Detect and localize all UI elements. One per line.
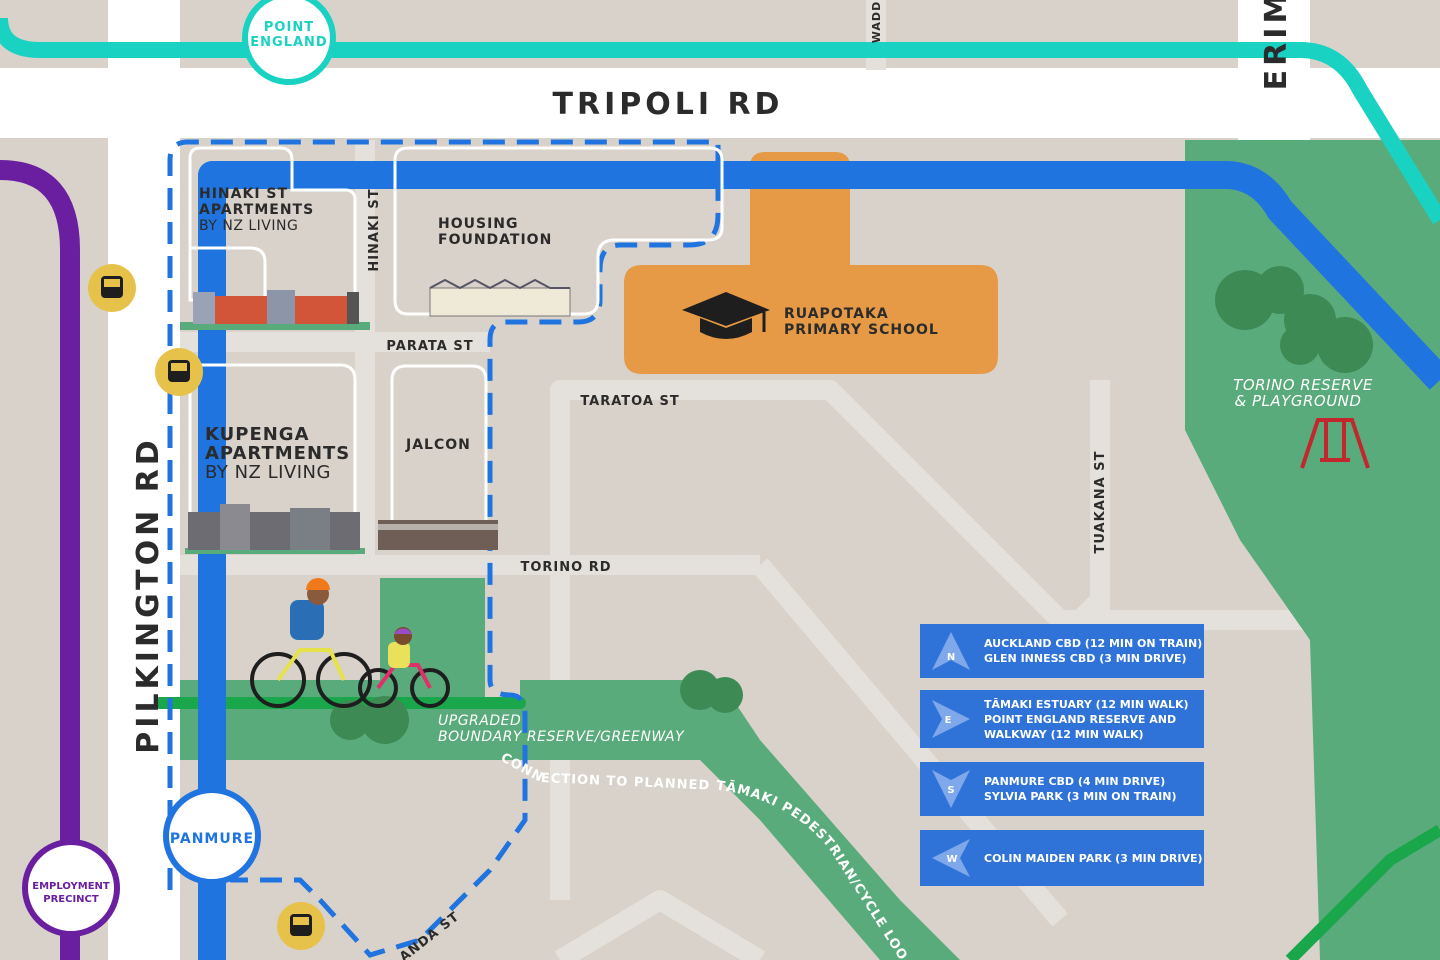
road-label-wadd: WADD <box>870 1 883 43</box>
station-point-england[interactable]: POINT ENGLAND <box>242 0 336 85</box>
legend-line: WALKWAY (12 MIN WALK) <box>984 727 1144 741</box>
place-label-kupenga-apartments: KUPENGA <box>205 424 310 445</box>
place-label-housing-foundation: FOUNDATION <box>438 232 552 248</box>
west-arrow-icon: W <box>930 837 972 879</box>
place-label-torino-reserve: & PLAYGROUND <box>1235 392 1362 410</box>
hinaki-apartments-illustration <box>180 290 370 330</box>
road-label-torino: TORINO RD <box>520 560 611 575</box>
road-label-pilkington: PILKINGTON RD <box>131 436 166 753</box>
station-label: PRECINCT <box>43 894 99 905</box>
swing-icon <box>1300 418 1370 469</box>
legend-line: GLEN INNESS CBD (3 MIN DRIVE) <box>984 652 1187 665</box>
graduation-cap-icon <box>682 292 770 339</box>
place-label-kupenga-apartments: APARTMENTS <box>205 443 350 464</box>
legend-line: SYLVIA PARK (3 MIN ON TRAIN) <box>984 790 1177 803</box>
direction-letter: S <box>947 785 954 796</box>
place-label-school: RUAPOTAKA <box>784 306 889 322</box>
station-label: EMPLOYMENT <box>32 881 110 892</box>
jalcon-illustration <box>378 520 498 550</box>
legend-south: S PANMURE CBD (4 MIN DRIVE) SYLVIA PARK … <box>920 762 1204 816</box>
place-label-greenway: UPGRADED <box>438 713 521 729</box>
place-label-greenway: BOUNDARY RESERVE/GREENWAY <box>438 729 685 745</box>
road-label-erim: ERIM <box>1259 0 1294 90</box>
south-arrow-icon: S <box>930 768 972 810</box>
erim-road <box>1238 0 1310 140</box>
north-arrow-icon: N <box>930 630 972 672</box>
bus-stop-icon <box>88 264 136 312</box>
green-reserves <box>180 140 1440 960</box>
place-label-hinaki-apartments: HINAKI ST <box>199 186 288 202</box>
road-label-tuakana: TUAKANA ST <box>1093 451 1108 554</box>
station-label: ENGLAND <box>250 35 327 50</box>
legend-line: COLIN MAIDEN PARK (3 MIN DRIVE) <box>984 851 1203 865</box>
kupenga-apartments-illustration <box>185 504 365 554</box>
east-arrow-icon: E <box>930 698 972 740</box>
cyclists-illustration <box>250 578 450 708</box>
direction-letter: N <box>947 652 955 663</box>
legend-line: TĀMAKI ESTUARY (12 MIN WALK) <box>984 697 1189 711</box>
place-label-housing-foundation: HOUSING <box>438 216 519 232</box>
walking-route <box>167 139 721 958</box>
place-label-torino-reserve: TORINO RESERVE <box>1233 376 1373 394</box>
place-label-kupenga-apartments: BY NZ LIVING <box>205 462 331 483</box>
green-line-southeast <box>1285 824 1440 960</box>
bus-stop-icon <box>155 348 203 396</box>
legend-line: AUCKLAND CBD (12 MIN ON TRAIN) <box>984 637 1203 650</box>
direction-letter: E <box>945 715 952 726</box>
trees <box>330 266 1373 744</box>
legend-line: POINT ENGLAND RESERVE AND <box>984 712 1177 726</box>
road-label-hinaki: HINAKI ST <box>367 188 382 271</box>
housing-foundation-illustration <box>429 278 571 317</box>
place-label-hinaki-apartments: APARTMENTS <box>199 202 314 218</box>
station-employment-precinct[interactable]: EMPLOYMENT PRECINCT <box>22 839 120 937</box>
station-label: PANMURE <box>170 831 254 847</box>
legend-north: N AUCKLAND CBD (12 MIN ON TRAIN) GLEN IN… <box>920 624 1204 678</box>
direction-letter: W <box>946 854 957 865</box>
place-label-hinaki-apartments: BY NZ LIVING <box>199 218 298 234</box>
bus-line-blue <box>198 161 1440 960</box>
tripoli-road <box>0 68 1440 138</box>
bus-stop-icon <box>277 902 325 950</box>
station-panmure[interactable]: PANMURE <box>163 787 261 885</box>
road-label-tripoli: TRIPOLI RD <box>553 87 784 122</box>
place-label-jalcon: JALCON <box>405 437 471 453</box>
road-label-parata: PARATA ST <box>386 339 473 354</box>
legend-east: E TĀMAKI ESTUARY (12 MIN WALK) POINT ENG… <box>920 690 1204 748</box>
station-label: POINT <box>264 20 314 35</box>
legend-west: W COLIN MAIDEN PARK (3 MIN DRIVE) <box>920 830 1204 886</box>
train-line-teal <box>0 17 1440 225</box>
purple-line <box>0 160 80 960</box>
place-label-school: PRIMARY SCHOOL <box>784 322 939 338</box>
road-label-taratoa: TARATOA ST <box>580 394 679 409</box>
legend-line: PANMURE CBD (4 MIN DRIVE) <box>984 775 1166 788</box>
building-outlines <box>188 146 724 540</box>
